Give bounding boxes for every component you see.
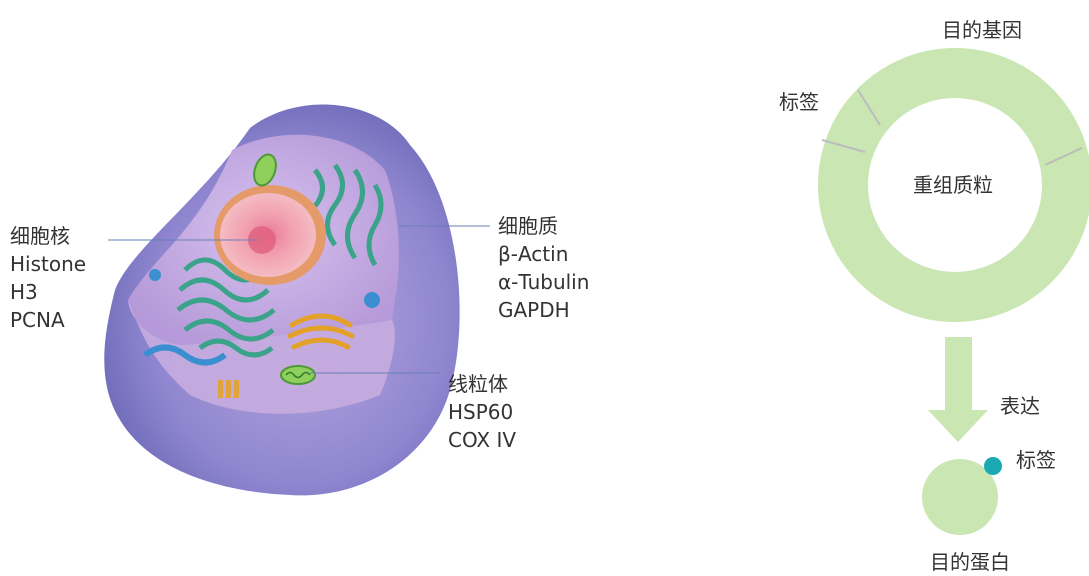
- expression-label: 表达: [1000, 392, 1040, 420]
- plasmid-tag-label: 标签: [779, 88, 819, 116]
- protein-tag-dot: [984, 457, 1002, 475]
- plasmid-center-label: 重组质粒: [913, 171, 993, 199]
- protein-label: 目的蛋白: [930, 548, 1010, 576]
- gene-label: 目的基因: [942, 16, 1022, 44]
- expression-arrow: [928, 337, 988, 442]
- protein-tag-label: 标签: [1016, 446, 1056, 474]
